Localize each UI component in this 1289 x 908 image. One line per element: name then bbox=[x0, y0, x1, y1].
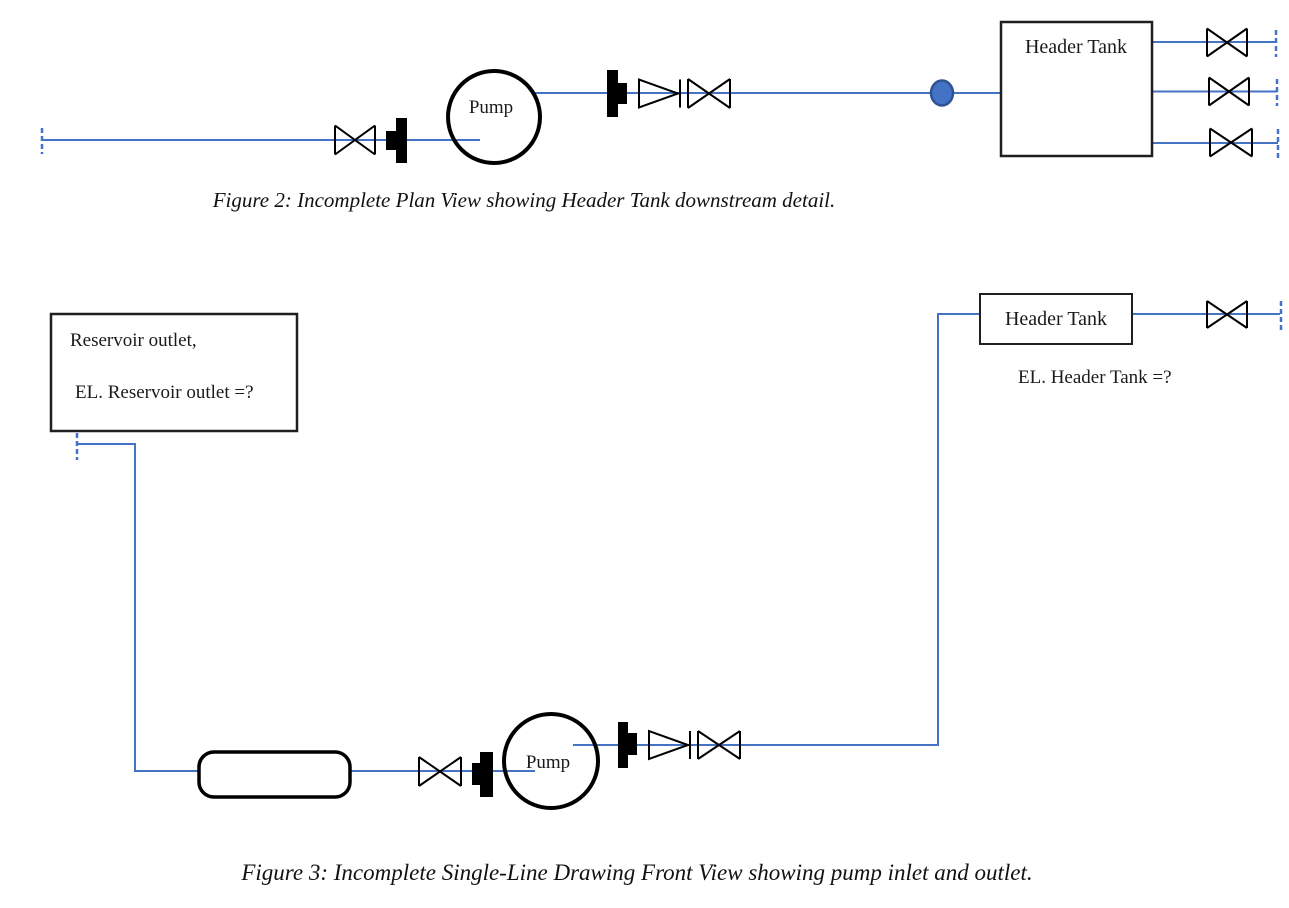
gate-valve-icon bbox=[1206, 27, 1248, 58]
figure2-plan-view: Pump Header Tank bbox=[40, 20, 1280, 212]
gate-valve-icon bbox=[1208, 76, 1250, 107]
gate-valve-icon bbox=[1209, 127, 1253, 158]
boundary-tick-icon bbox=[40, 30, 1280, 160]
header-tank-elevation-label: EL. Header Tank =? bbox=[1018, 367, 1172, 388]
gate-valve-icon bbox=[334, 124, 376, 156]
reducer-icon bbox=[472, 752, 493, 797]
reducer-icon bbox=[386, 118, 407, 163]
reservoir-outlet-box: Reservoir outlet, EL. Reservoir outlet =… bbox=[49, 312, 299, 433]
check-valve-icon bbox=[638, 78, 681, 109]
header-tank-box: Header Tank bbox=[999, 20, 1154, 158]
header-tank-box: Header Tank bbox=[979, 293, 1133, 345]
gate-valve-icon bbox=[687, 78, 731, 109]
pump-symbol: Pump bbox=[446, 69, 542, 165]
reservoir-outlet-line1: Reservoir outlet, bbox=[70, 330, 197, 351]
gate-valve-icon bbox=[418, 756, 462, 787]
pump-label: Pump bbox=[469, 97, 513, 118]
header-tank-label: Header Tank bbox=[1025, 36, 1127, 58]
pump-label: Pump bbox=[526, 752, 570, 773]
vessel-symbol bbox=[197, 750, 352, 799]
node-dot-icon bbox=[929, 79, 955, 107]
figure3-front-view: Reservoir outlet, EL. Reservoir outlet =… bbox=[49, 293, 1283, 885]
pump-symbol: Pump bbox=[502, 712, 600, 810]
check-valve-icon bbox=[648, 729, 691, 761]
gate-valve-icon bbox=[1206, 300, 1248, 329]
boundary-tick-icon bbox=[75, 301, 1283, 460]
header-tank-label: Header Tank bbox=[1005, 308, 1107, 330]
reducer-icon bbox=[618, 722, 637, 768]
figure3-caption: Figure 3: Incomplete Single-Line Drawing… bbox=[240, 860, 1032, 885]
reducer-icon bbox=[607, 70, 627, 117]
gate-valve-icon bbox=[697, 730, 741, 760]
figure2-caption: Figure 2: Incomplete Plan View showing H… bbox=[212, 188, 836, 212]
reservoir-outlet-line2: EL. Reservoir outlet =? bbox=[75, 382, 254, 403]
